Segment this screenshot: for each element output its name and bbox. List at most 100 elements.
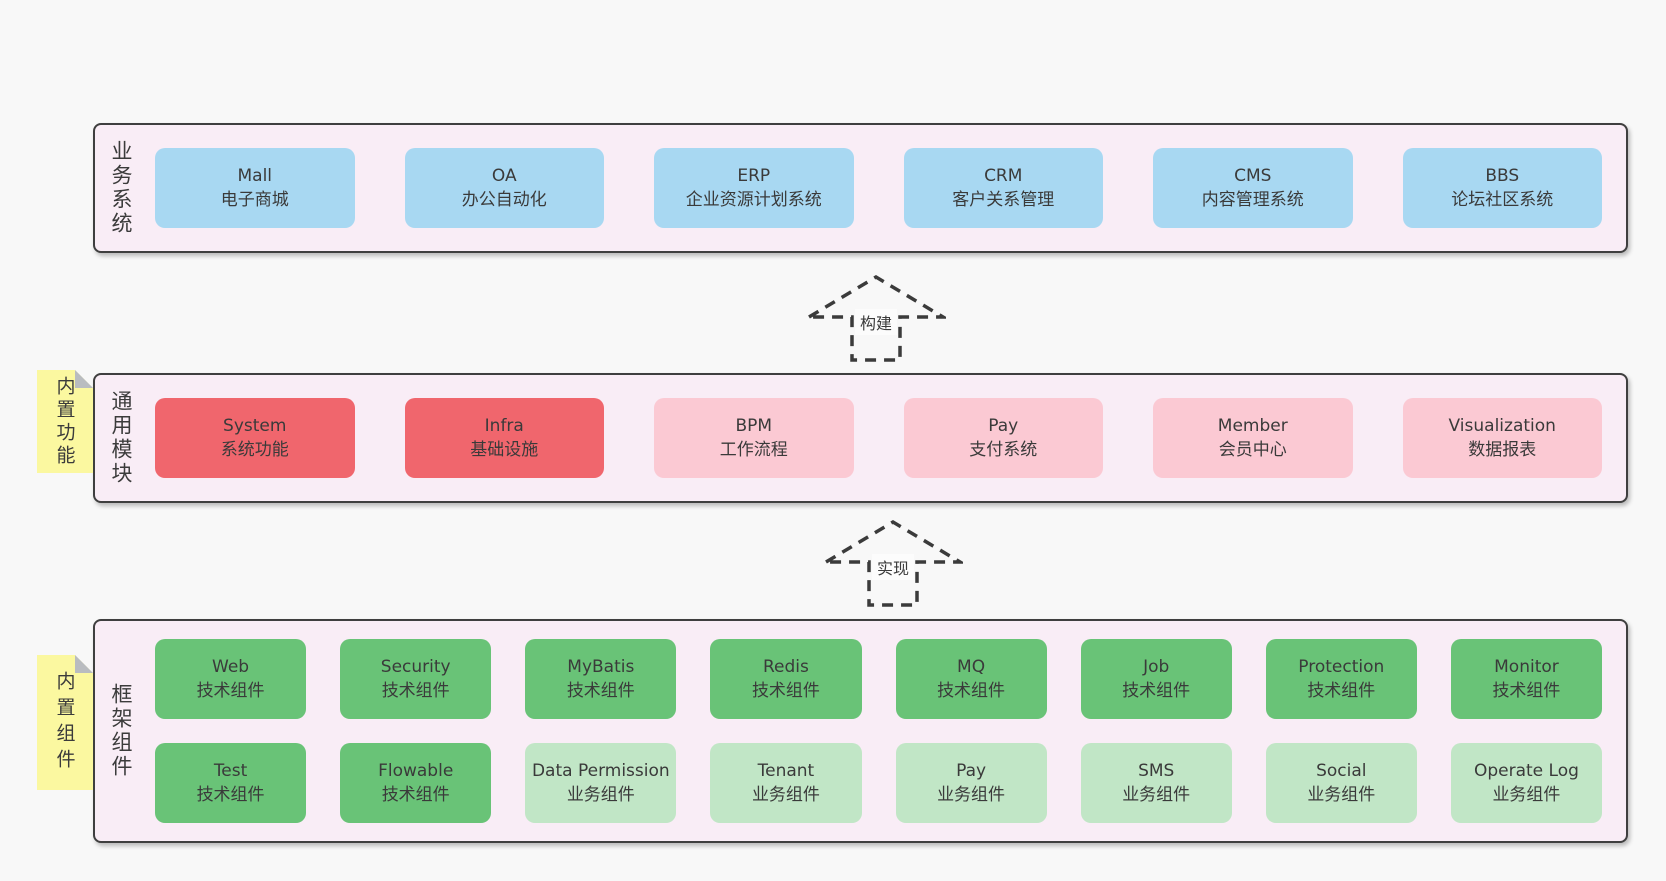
- box-title: Job: [1143, 657, 1170, 677]
- box-subtitle: 基础设施: [470, 440, 539, 460]
- arrow-implement-label: 实现: [871, 554, 915, 580]
- box-subtitle: 论坛社区系统: [1451, 190, 1554, 210]
- box-title: MQ: [957, 657, 986, 677]
- box-subtitle: 客户关系管理: [952, 190, 1055, 210]
- box-subtitle: 系统功能: [220, 440, 289, 460]
- box-mq: MQ 技术组件: [895, 639, 1047, 719]
- box-web: Web 技术组件: [155, 639, 307, 719]
- business-boxes-row: Mall 电子商城 OA 办公自动化 ERP 企业资源计划系统 CRM 客户关系…: [136, 148, 1626, 228]
- box-title: Mall: [237, 166, 273, 186]
- box-subtitle: 内容管理系统: [1201, 190, 1304, 210]
- dashed-up-arrow-icon: [806, 274, 946, 362]
- box-subtitle: 技术组件: [937, 681, 1006, 701]
- arrow-implement: 实现: [823, 518, 963, 608]
- framework-boxes-row-1: Web 技术组件 Security 技术组件 MyBatis 技术组件 Redi…: [136, 639, 1626, 719]
- dashed-up-arrow-icon: [823, 519, 963, 607]
- box-mybatis: MyBatis 技术组件: [525, 639, 677, 719]
- sticky-built-in-features-label: 内置功能: [53, 375, 76, 468]
- box-subtitle: 技术组件: [381, 681, 450, 701]
- box-monitor: Monitor 技术组件: [1450, 639, 1602, 719]
- box-subtitle: 业务组件: [566, 785, 635, 805]
- box-subtitle: 会员中心: [1218, 440, 1287, 460]
- panel-framework-label: 框架组件: [109, 683, 133, 779]
- box-title: Social: [1316, 761, 1367, 781]
- panel-common-modules: 通用模块 System 系统功能 Infra 基础设施 BPM 工作流程 Pay…: [93, 373, 1628, 503]
- box-title: Monitor: [1494, 657, 1559, 677]
- box-data-permission: Data Permission 业务组件: [525, 743, 677, 823]
- box-title: Flowable: [378, 761, 454, 781]
- box-member: Member 会员中心: [1153, 398, 1353, 478]
- box-title: Member: [1217, 416, 1288, 436]
- box-title: Visualization: [1448, 416, 1556, 436]
- box-pay-biz: Pay 业务组件: [895, 743, 1047, 823]
- box-title: Tenant: [757, 761, 815, 781]
- framework-rows: Web 技术组件 Security 技术组件 MyBatis 技术组件 Redi…: [136, 639, 1626, 823]
- panel-business-systems: 业务系统 Mall 电子商城 OA 办公自动化 ERP 企业资源计划系统 CRM…: [93, 123, 1628, 253]
- box-title: SMS: [1138, 761, 1175, 781]
- box-title: Pay: [956, 761, 987, 781]
- box-subtitle: 业务组件: [1307, 785, 1376, 805]
- box-job: Job 技术组件: [1080, 639, 1232, 719]
- framework-boxes-row-2: Test 技术组件 Flowable 技术组件 Data Permission …: [136, 743, 1626, 823]
- box-subtitle: 办公自动化: [461, 190, 547, 210]
- box-subtitle: 技术组件: [196, 681, 265, 701]
- panel-modules-label: 通用模块: [109, 390, 133, 486]
- box-subtitle: 业务组件: [1492, 785, 1561, 805]
- box-title: System: [223, 416, 287, 436]
- box-title: ERP: [737, 166, 771, 186]
- box-visualization: Visualization 数据报表: [1402, 398, 1602, 478]
- box-title: Redis: [762, 657, 809, 677]
- box-title: Security: [380, 657, 451, 677]
- box-bbs: BBS 论坛社区系统: [1402, 148, 1602, 228]
- box-redis: Redis 技术组件: [710, 639, 862, 719]
- box-subtitle: 技术组件: [1492, 681, 1561, 701]
- arrow-build: 构建: [806, 273, 946, 363]
- box-subtitle: 业务组件: [751, 785, 820, 805]
- box-subtitle: 业务组件: [937, 785, 1006, 805]
- box-subtitle: 技术组件: [381, 785, 450, 805]
- box-oa: OA 办公自动化: [404, 148, 604, 228]
- box-tenant: Tenant 业务组件: [710, 743, 862, 823]
- box-subtitle: 技术组件: [1307, 681, 1376, 701]
- box-erp: ERP 企业资源计划系统: [654, 148, 854, 228]
- panel-business-label: 业务系统: [109, 140, 133, 236]
- box-title: Web: [212, 657, 250, 677]
- box-title: CMS: [1234, 166, 1272, 186]
- box-title: CRM: [984, 166, 1023, 186]
- box-subtitle: 工作流程: [719, 440, 788, 460]
- box-title: MyBatis: [567, 657, 635, 677]
- box-security: Security 技术组件: [340, 639, 492, 719]
- box-protection: Protection 技术组件: [1265, 639, 1417, 719]
- box-subtitle: 数据报表: [1468, 440, 1537, 460]
- box-title: OA: [491, 166, 517, 186]
- box-test: Test 技术组件: [155, 743, 307, 823]
- modules-boxes-row: System 系统功能 Infra 基础设施 BPM 工作流程 Pay 支付系统…: [136, 398, 1626, 478]
- box-mall: Mall 电子商城: [155, 148, 355, 228]
- box-infra: Infra 基础设施: [404, 398, 604, 478]
- box-cms: CMS 内容管理系统: [1153, 148, 1353, 228]
- box-title: Infra: [484, 416, 524, 436]
- box-subtitle: 技术组件: [566, 681, 635, 701]
- box-bpm: BPM 工作流程: [654, 398, 854, 478]
- box-sms: SMS 业务组件: [1080, 743, 1232, 823]
- sticky-built-in-components: 内置组件: [37, 655, 93, 790]
- box-title: Operate Log: [1473, 761, 1579, 781]
- box-crm: CRM 客户关系管理: [903, 148, 1103, 228]
- box-subtitle: 技术组件: [751, 681, 820, 701]
- sticky-built-in-features: 内置功能: [37, 370, 93, 473]
- box-subtitle: 技术组件: [196, 785, 265, 805]
- panel-framework-components: 框架组件 Web 技术组件 Security 技术组件 MyBatis 技术组件…: [93, 619, 1628, 843]
- box-system: System 系统功能: [155, 398, 355, 478]
- box-title: Pay: [988, 416, 1019, 436]
- box-subtitle: 企业资源计划系统: [685, 190, 822, 210]
- box-subtitle: 电子商城: [220, 190, 289, 210]
- box-title: Test: [213, 761, 248, 781]
- sticky-built-in-components-label: 内置组件: [53, 670, 76, 775]
- box-flowable: Flowable 技术组件: [340, 743, 492, 823]
- box-subtitle: 支付系统: [969, 440, 1038, 460]
- box-subtitle: 技术组件: [1122, 681, 1191, 701]
- box-subtitle: 业务组件: [1122, 785, 1191, 805]
- box-title: Data Permission: [531, 761, 670, 781]
- box-pay: Pay 支付系统: [903, 398, 1103, 478]
